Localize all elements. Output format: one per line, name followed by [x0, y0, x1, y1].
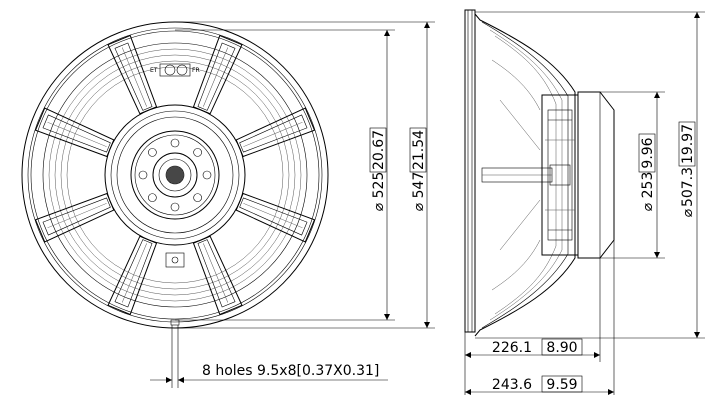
terminal-block: ET FR: [150, 63, 200, 77]
basket-spoke: [107, 34, 158, 115]
pole-piece: [152, 152, 198, 198]
dim-baffle-diameter-in: 19.97: [680, 124, 696, 164]
dim-depth-mm: 226.1: [492, 340, 532, 356]
basket-spoke: [192, 235, 243, 316]
side-view: ⌀ 253 9.96 ⌀ 507.3 19.97 226.1 8.90 243.…: [464, 9, 705, 395]
mounting-flange: [464, 9, 476, 333]
dim-total-depth-mm: 243.6: [492, 377, 532, 393]
terminal-label-right: FR: [192, 67, 200, 74]
plate-hole: [138, 170, 148, 180]
basket-spoke: [34, 192, 115, 243]
front-view: ET FR ⌀ 525 20.67 ⌀ 547 21.54: [21, 21, 435, 388]
diameter-symbol: ⌀: [411, 202, 427, 211]
basket-outline: [474, 13, 576, 337]
dim-magnet-diameter-in: 9.96: [640, 137, 656, 168]
dim-overall-diameter-mm: 547: [411, 172, 427, 199]
dim-total-depth-in: 9.59: [546, 377, 577, 393]
basket-spoke: [235, 192, 316, 243]
dim-outer-diameter-in: 20.67: [371, 130, 387, 170]
plate-hole: [170, 202, 180, 212]
back-plate: [577, 91, 615, 259]
plate-hole: [202, 170, 212, 180]
terminal-label-left: ET: [150, 67, 158, 74]
plate-hole: [148, 193, 157, 202]
plate-hole: [170, 138, 180, 148]
diameter-symbol: ⌀: [640, 202, 656, 211]
plate-hole: [193, 148, 202, 157]
magnet-plate: [130, 130, 220, 220]
basket-spoke: [107, 235, 158, 316]
dim-depth-in: 8.90: [546, 340, 577, 356]
basket-spoke: [235, 107, 316, 158]
diameter-symbol: ⌀: [371, 202, 387, 211]
magnet-outer: [104, 104, 246, 246]
plate-hole: [148, 148, 157, 157]
basket-spoke: [192, 34, 243, 115]
basket-spoke: [34, 107, 115, 158]
dim-baffle-diameter-mm: 507.3: [680, 167, 696, 207]
mounting-hole-marker: [170, 319, 180, 326]
diameter-symbol: ⌀: [680, 208, 696, 217]
plate-hole: [193, 193, 202, 202]
plate-holes: [138, 138, 212, 212]
dim-overall-diameter-in: 21.54: [411, 130, 427, 170]
dim-magnet-diameter-mm: 253: [640, 172, 656, 199]
dim-outer-diameter-mm: 525: [371, 172, 387, 199]
bottom-bracket: [165, 252, 185, 268]
mounting-holes-label: 8 holes 9.5x8[0.37X0.31]: [202, 363, 379, 379]
